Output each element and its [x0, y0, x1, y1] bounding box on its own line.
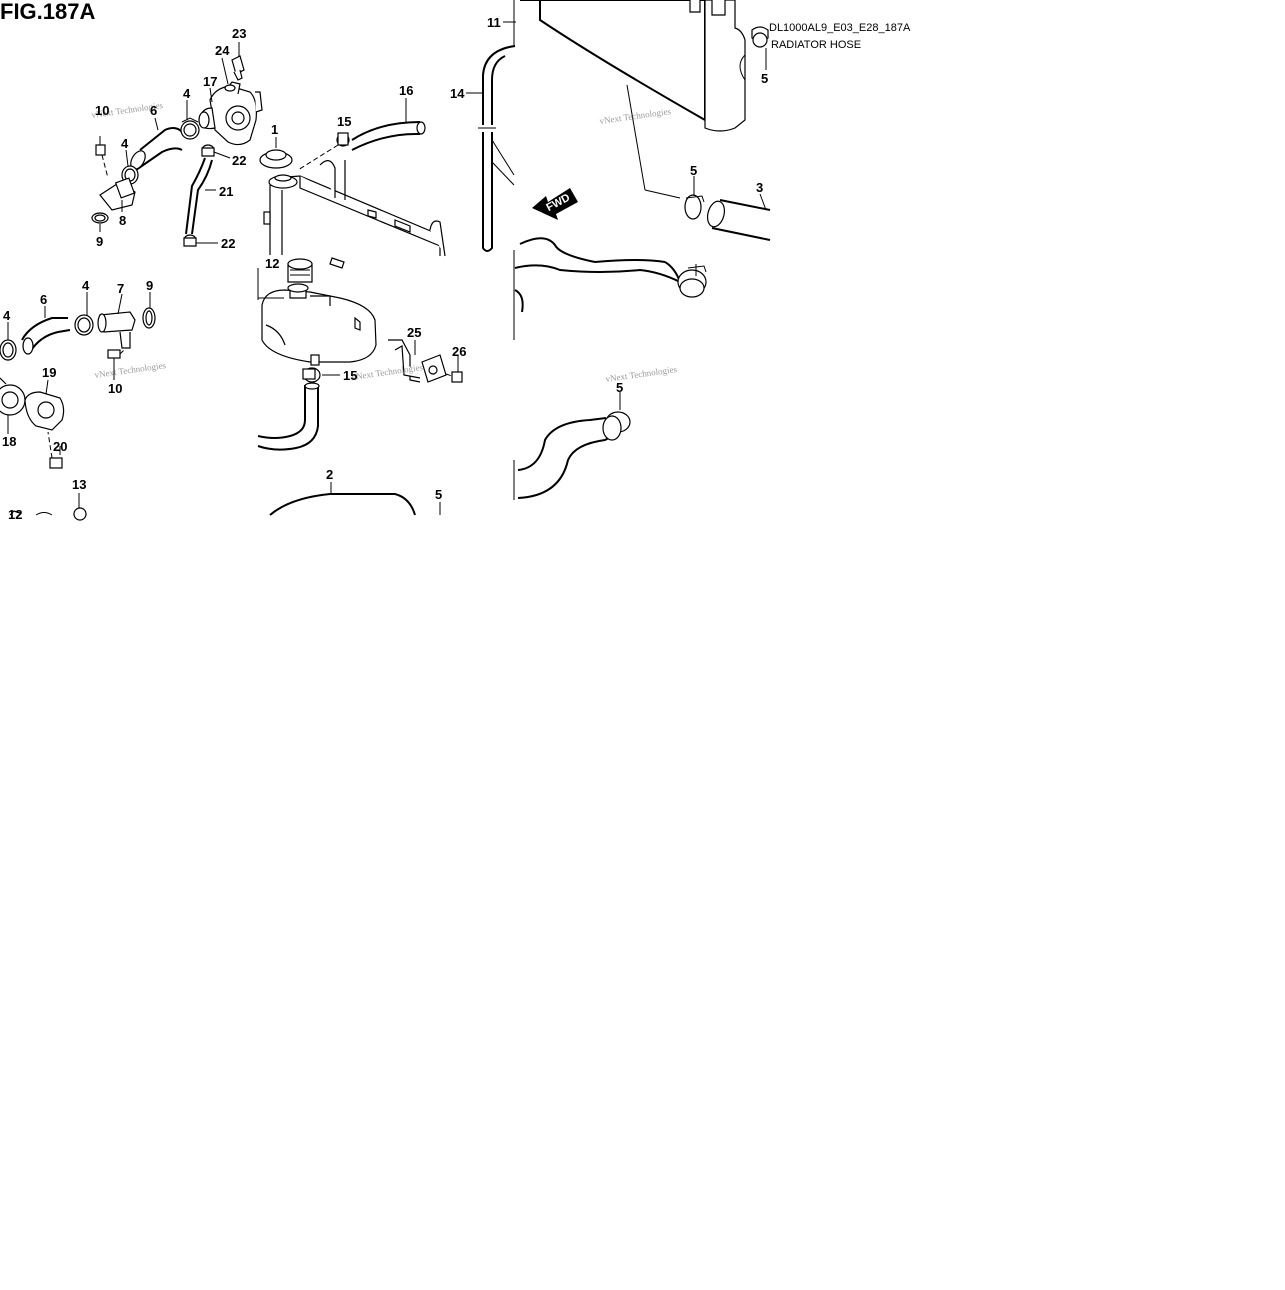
callout: 20	[53, 439, 67, 454]
callout: 12	[265, 256, 279, 271]
callout: 26	[452, 344, 466, 359]
callout: 18	[2, 434, 16, 449]
callout: 15	[337, 114, 351, 129]
lower-hose-right	[514, 237, 707, 313]
callout: 10	[95, 103, 109, 118]
clamp-4-left	[0, 322, 17, 361]
figure-name: RADIATOR HOSE	[771, 39, 861, 51]
callout: 22	[221, 236, 235, 251]
pipe-7	[97, 293, 136, 349]
thermostat-housing	[198, 81, 263, 146]
callout: 4	[3, 308, 11, 323]
callout: 2	[326, 467, 333, 482]
bolt-20	[47, 431, 63, 469]
callout: 19	[42, 365, 56, 380]
radiator	[520, 0, 769, 132]
hose-6-top	[130, 117, 186, 171]
callout: 6	[40, 292, 47, 307]
figure-code: DL1000AL9_E03_E28_187A	[769, 22, 911, 34]
callout: 5	[690, 163, 697, 178]
callout: 23	[232, 26, 246, 41]
clamp-4-top	[180, 100, 200, 140]
callout: 5	[435, 487, 442, 502]
callout: 13	[72, 477, 86, 492]
hose-3	[684, 194, 771, 241]
hose-21	[183, 144, 231, 247]
gasket-24	[221, 57, 236, 92]
bolt-10-top	[95, 136, 109, 179]
callout: 9	[146, 278, 153, 293]
cover-19	[24, 379, 65, 431]
callout: 4	[82, 278, 90, 293]
radiator-frame	[263, 160, 446, 257]
radiator-cap	[259, 137, 293, 169]
callout: 3	[756, 180, 763, 195]
callout: 12	[8, 507, 22, 522]
sensor-23	[231, 42, 245, 81]
hose-bottom-right	[517, 392, 631, 499]
fitting-8	[99, 177, 136, 212]
callout: 1	[271, 122, 278, 137]
clamp-15-lower	[302, 367, 340, 383]
callout: 25	[407, 325, 421, 340]
watermark-3: vNext Technologies	[94, 360, 167, 380]
figure-title: FIG.187A	[0, 0, 95, 24]
o-ring-9-top	[91, 212, 109, 232]
clamp-15-top	[297, 132, 350, 171]
thermostat-18	[0, 377, 26, 434]
callout: 8	[119, 213, 126, 228]
hose-2	[269, 482, 441, 516]
callout: 11	[487, 15, 501, 30]
callout: 4	[121, 136, 129, 151]
callout: 15	[343, 368, 357, 383]
callout: 10	[108, 381, 122, 396]
callout: 21	[219, 184, 233, 199]
hose-14	[478, 45, 516, 252]
hose-6-lower	[21, 306, 71, 355]
callout: 7	[117, 281, 124, 296]
reservoir-cap	[257, 257, 345, 299]
callout: 24	[215, 43, 230, 58]
callout: 17	[203, 74, 217, 89]
callout: 5	[616, 380, 623, 395]
reservoir-tank	[261, 283, 377, 366]
callout: 14	[450, 86, 465, 101]
watermarks: vNext Technologies vNext Technologies vN…	[91, 100, 678, 384]
bracket-25	[388, 339, 447, 383]
clamp-4-lower	[74, 292, 94, 336]
callout: 9	[96, 234, 103, 249]
callout: 5	[761, 71, 768, 86]
callout: 22	[232, 153, 246, 168]
bolt-10-lower	[107, 347, 127, 380]
overflow-hose	[257, 382, 320, 451]
callout: 16	[399, 83, 413, 98]
hose-16	[351, 98, 426, 151]
o-ring-9-lower	[142, 292, 156, 329]
forward-arrow: FWD	[532, 188, 578, 220]
callout: 4	[183, 86, 191, 101]
bolt-26	[445, 356, 463, 383]
callouts: 23 24 17 10 6 4 4 8 9 22 21 22 1 15 16 1…	[2, 15, 768, 522]
watermark-2: vNext Technologies	[599, 106, 672, 126]
callout: 6	[150, 103, 157, 118]
part-13	[9, 493, 87, 521]
